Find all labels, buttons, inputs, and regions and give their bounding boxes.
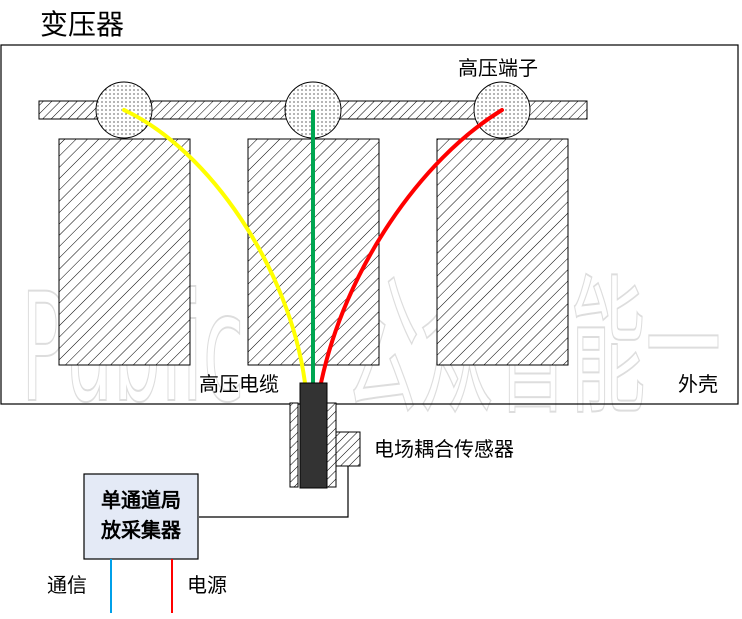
- diagram-title: 变压器: [40, 8, 124, 41]
- signal-line: [199, 466, 349, 518]
- sensor-label: 电场耦合传感器: [374, 437, 514, 461]
- power-label: 电源: [187, 573, 227, 597]
- collector-label-line1: 单通道局: [101, 488, 181, 512]
- comm-label: 通信: [47, 573, 87, 597]
- hv-cable-label: 高压电缆: [199, 372, 279, 396]
- sensor-housing-right: [326, 402, 337, 488]
- collector-label-line2: 放采集器: [100, 518, 182, 542]
- transformer-shell: [0, 44, 739, 405]
- sensor-connector: [335, 431, 361, 467]
- cable-left: [122, 108, 307, 385]
- winding-right: [436, 138, 569, 366]
- sensor-housing-left: [289, 402, 299, 488]
- winding-left: [58, 138, 191, 366]
- collector-box: [83, 473, 199, 560]
- hv-terminal-label: 高压端子: [458, 56, 538, 80]
- cable-right: [319, 108, 504, 385]
- shell-label: 外壳: [678, 372, 718, 396]
- hv-cable-body: [299, 382, 328, 489]
